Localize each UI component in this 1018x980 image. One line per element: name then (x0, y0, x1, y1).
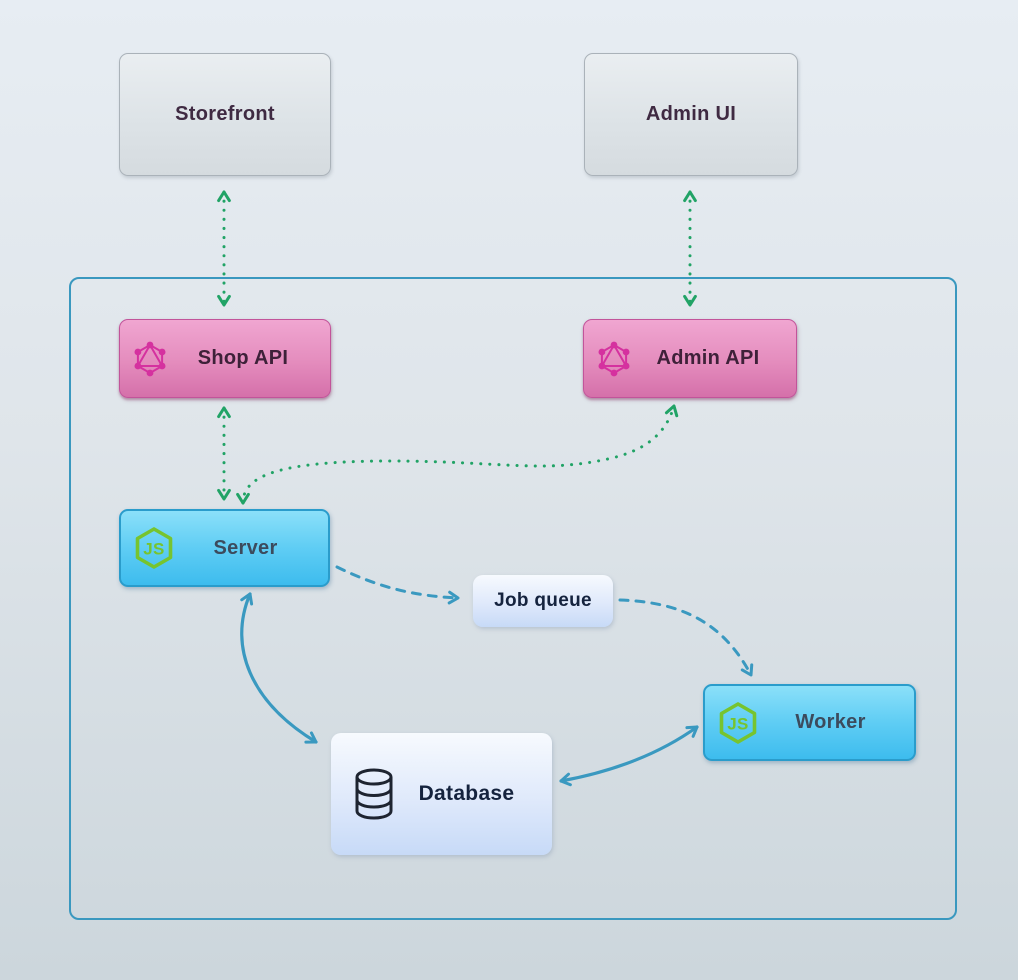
node-label: Worker (795, 711, 866, 733)
nodejs-icon: JS (135, 527, 173, 569)
node-label: Job queue (494, 590, 592, 611)
node-shop-api: Shop API (119, 319, 331, 398)
database-icon (355, 768, 393, 820)
graphql-icon (134, 341, 166, 376)
node-label: Admin API (656, 347, 760, 369)
node-job-queue: Job queue (473, 575, 613, 627)
node-label: Server (213, 536, 278, 559)
node-database: Database (331, 733, 552, 855)
node-label: Database (418, 782, 515, 805)
svg-text:JS: JS (143, 540, 164, 559)
node-admin-api: Admin API (583, 319, 797, 398)
node-label: Shop API (197, 347, 289, 369)
node-label: Admin UI (645, 103, 737, 125)
node-worker: JS Worker (703, 684, 916, 761)
node-server: JS Server (119, 509, 330, 587)
node-label: Storefront (175, 103, 275, 125)
nodejs-icon: JS (719, 701, 757, 744)
graphql-icon (598, 341, 630, 376)
node-storefront: Storefront (119, 53, 331, 176)
node-admin-ui: Admin UI (584, 53, 798, 176)
service-boundary (69, 277, 957, 920)
svg-text:JS: JS (727, 714, 748, 733)
